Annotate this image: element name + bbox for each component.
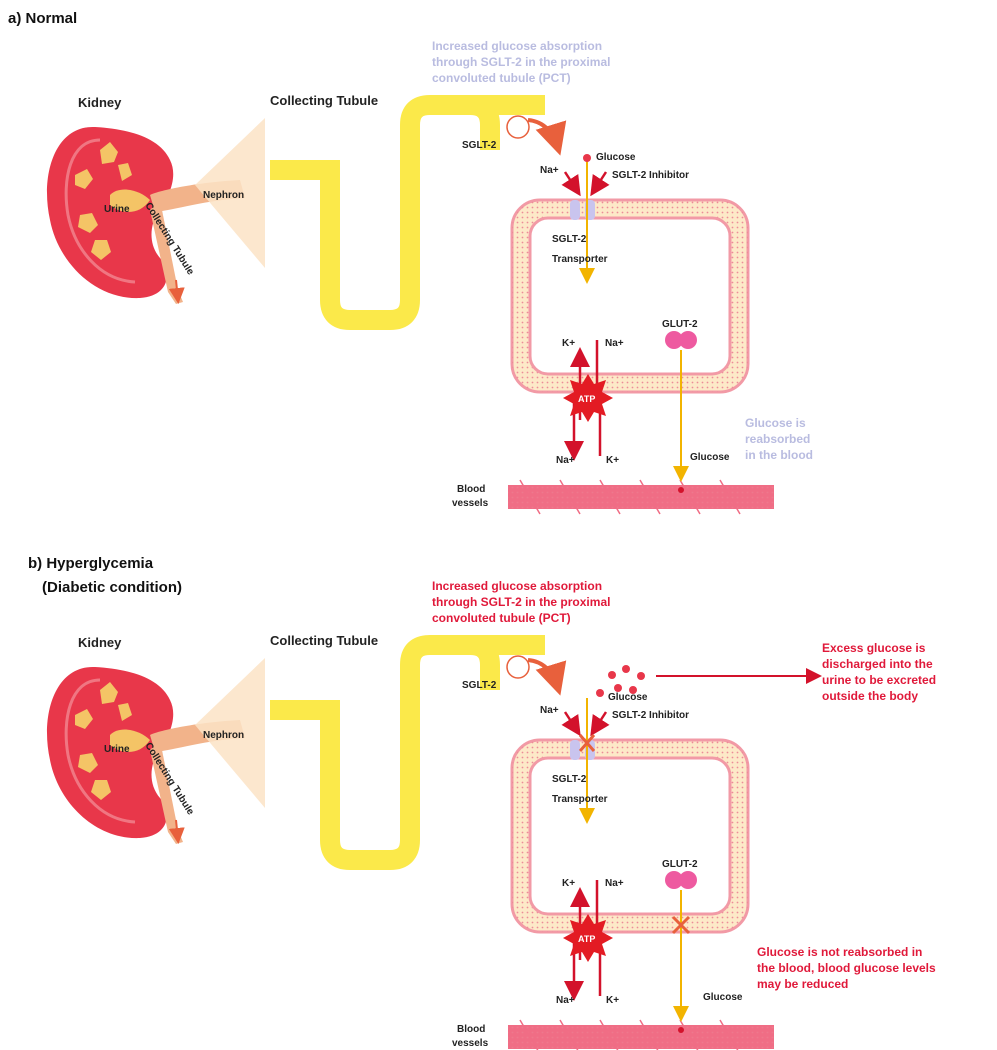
kidney-label: Kidney bbox=[78, 635, 122, 650]
inhibitor-label: SGLT-2 Inhibitor bbox=[612, 710, 689, 721]
na-out-label: Na+ bbox=[556, 995, 575, 1006]
excess-note-line-4: outside the body bbox=[822, 689, 918, 703]
side-note-line-1: Glucose is not reabsorbed in bbox=[757, 945, 922, 959]
pct-note-line-2: through SGLT-2 in the proximal bbox=[432, 55, 610, 69]
inhibitor-label: SGLT-2 Inhibitor bbox=[612, 170, 689, 181]
sglt2-label: SGLT-2 bbox=[462, 680, 497, 691]
glut2-label: GLUT-2 bbox=[662, 859, 698, 870]
side-note-line-3: may be reduced bbox=[757, 977, 848, 991]
tubule-label: Collecting Tubule bbox=[270, 93, 378, 108]
blood-label-2: vessels bbox=[452, 1038, 489, 1049]
k-in-label: K+ bbox=[562, 338, 575, 349]
tubule-label: Collecting Tubule bbox=[270, 633, 378, 648]
sglt2-label: SGLT-2 bbox=[462, 140, 497, 151]
side-note-line-1: Glucose is bbox=[745, 416, 806, 430]
panel-b-heading: b) Hyperglycemia bbox=[28, 555, 154, 572]
na-top-label: Na+ bbox=[540, 705, 559, 716]
pct-note-line-1: Increased glucose absorption bbox=[432, 39, 602, 53]
panel-hyperglycemia: b) Hyperglycemia (Diabetic condition) Ki… bbox=[28, 555, 936, 1050]
excess-note-line-3: urine to be excreted bbox=[822, 673, 936, 687]
blood-label-1: Blood bbox=[457, 1024, 485, 1035]
panel-a-heading: a) Normal bbox=[8, 10, 77, 27]
na-out-label: Na+ bbox=[556, 455, 575, 466]
panel-normal: a) Normal Kidney Urine Collecting Tubule… bbox=[8, 10, 813, 514]
atp-label: ATP bbox=[578, 934, 595, 944]
transporter-label-2: Transporter bbox=[552, 794, 608, 805]
k-out-label: K+ bbox=[606, 455, 619, 466]
glucose-top-label: Glucose bbox=[608, 692, 648, 703]
transporter-label-2: Transporter bbox=[552, 254, 608, 265]
blood-label-1: Blood bbox=[457, 484, 485, 495]
blood-label-2: vessels bbox=[452, 498, 489, 509]
side-note-line-2: reabsorbed bbox=[745, 432, 810, 446]
pct-note-line-3: convoluted tubule (PCT) bbox=[432, 611, 571, 625]
side-note-line-2: the blood, blood glucose levels bbox=[757, 961, 936, 975]
pct-note-line-2: through SGLT-2 in the proximal bbox=[432, 595, 610, 609]
side-note-line-3: in the blood bbox=[745, 448, 813, 462]
glucose-bottom-label: Glucose bbox=[690, 452, 730, 463]
urine-label: Urine bbox=[104, 204, 130, 215]
na-in-label: Na+ bbox=[605, 878, 624, 889]
na-top-label: Na+ bbox=[540, 165, 559, 176]
urine-label: Urine bbox=[104, 744, 130, 755]
nephron-label: Nephron bbox=[203, 190, 244, 201]
glut2-label: GLUT-2 bbox=[662, 319, 698, 330]
atp-label: ATP bbox=[578, 394, 595, 404]
transporter-label-1: SGLT-2 bbox=[552, 234, 587, 245]
kidney-label: Kidney bbox=[78, 95, 122, 110]
na-in-label: Na+ bbox=[605, 338, 624, 349]
transporter-label-1: SGLT-2 bbox=[552, 774, 587, 785]
panel-b-heading-2: (Diabetic condition) bbox=[42, 579, 182, 596]
glucose-top-label: Glucose bbox=[596, 152, 636, 163]
k-in-label: K+ bbox=[562, 878, 575, 889]
excess-note-line-2: discharged into the bbox=[822, 657, 933, 671]
glucose-bottom-label: Glucose bbox=[703, 992, 743, 1003]
nephron-label: Nephron bbox=[203, 730, 244, 741]
k-out-label: K+ bbox=[606, 995, 619, 1006]
glucose-dot bbox=[583, 154, 591, 162]
excess-note-line-1: Excess glucose is bbox=[822, 641, 926, 655]
pct-note-line-3: convoluted tubule (PCT) bbox=[432, 71, 571, 85]
pct-note-line-1: Increased glucose absorption bbox=[432, 579, 602, 593]
